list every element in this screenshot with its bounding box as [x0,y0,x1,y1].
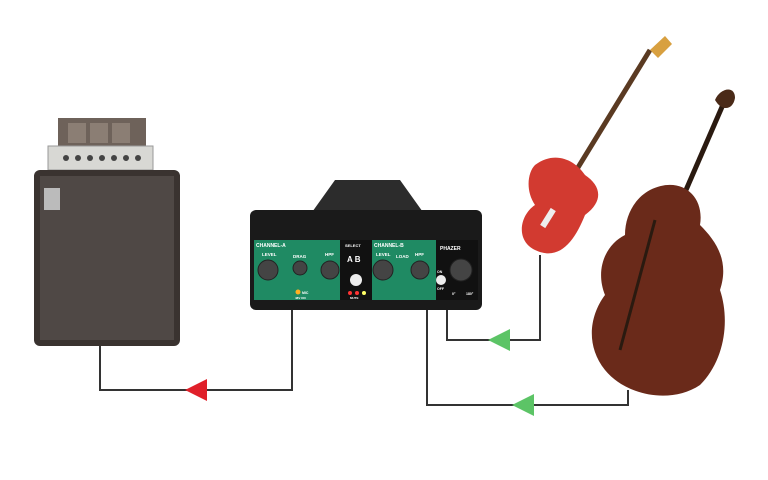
deg0-label: 0° [452,292,456,296]
off-label: OFF [437,287,445,291]
channel-a-label: CHANNEL-A [256,243,286,249]
electric-bass-guitar [521,36,672,254]
on-label: ON [437,270,443,274]
input-arrow-icon [488,329,510,351]
hpf-b-label: HPF [415,252,424,257]
upright-bass [591,89,735,405]
select-label: SELECT [345,243,361,248]
phazer-label: PHAZER [440,246,461,252]
mic-label: MIC [302,291,309,295]
amp-head [47,118,154,171]
drag-label: DRAG [293,254,307,259]
deg180-label: 180° [466,292,474,296]
output-arrow-icon [185,379,207,401]
channel-b-label: CHANNEL-B [374,243,404,249]
mute-label: MUTE [350,296,359,300]
hpf-a-label: HPF [325,252,334,257]
di-box: CHANNEL-A LEVEL DRAG HPF SELECT A B CHAN… [250,180,482,310]
level-b-label: LEVEL [376,252,391,257]
ab-label: A B [347,255,361,264]
level-a-label: LEVEL [262,252,277,257]
phantom-label: 48V ON [295,296,306,300]
load-label: LOAD [396,254,409,259]
input-arrow-icon [512,394,534,416]
bass-cabinet [34,170,180,346]
